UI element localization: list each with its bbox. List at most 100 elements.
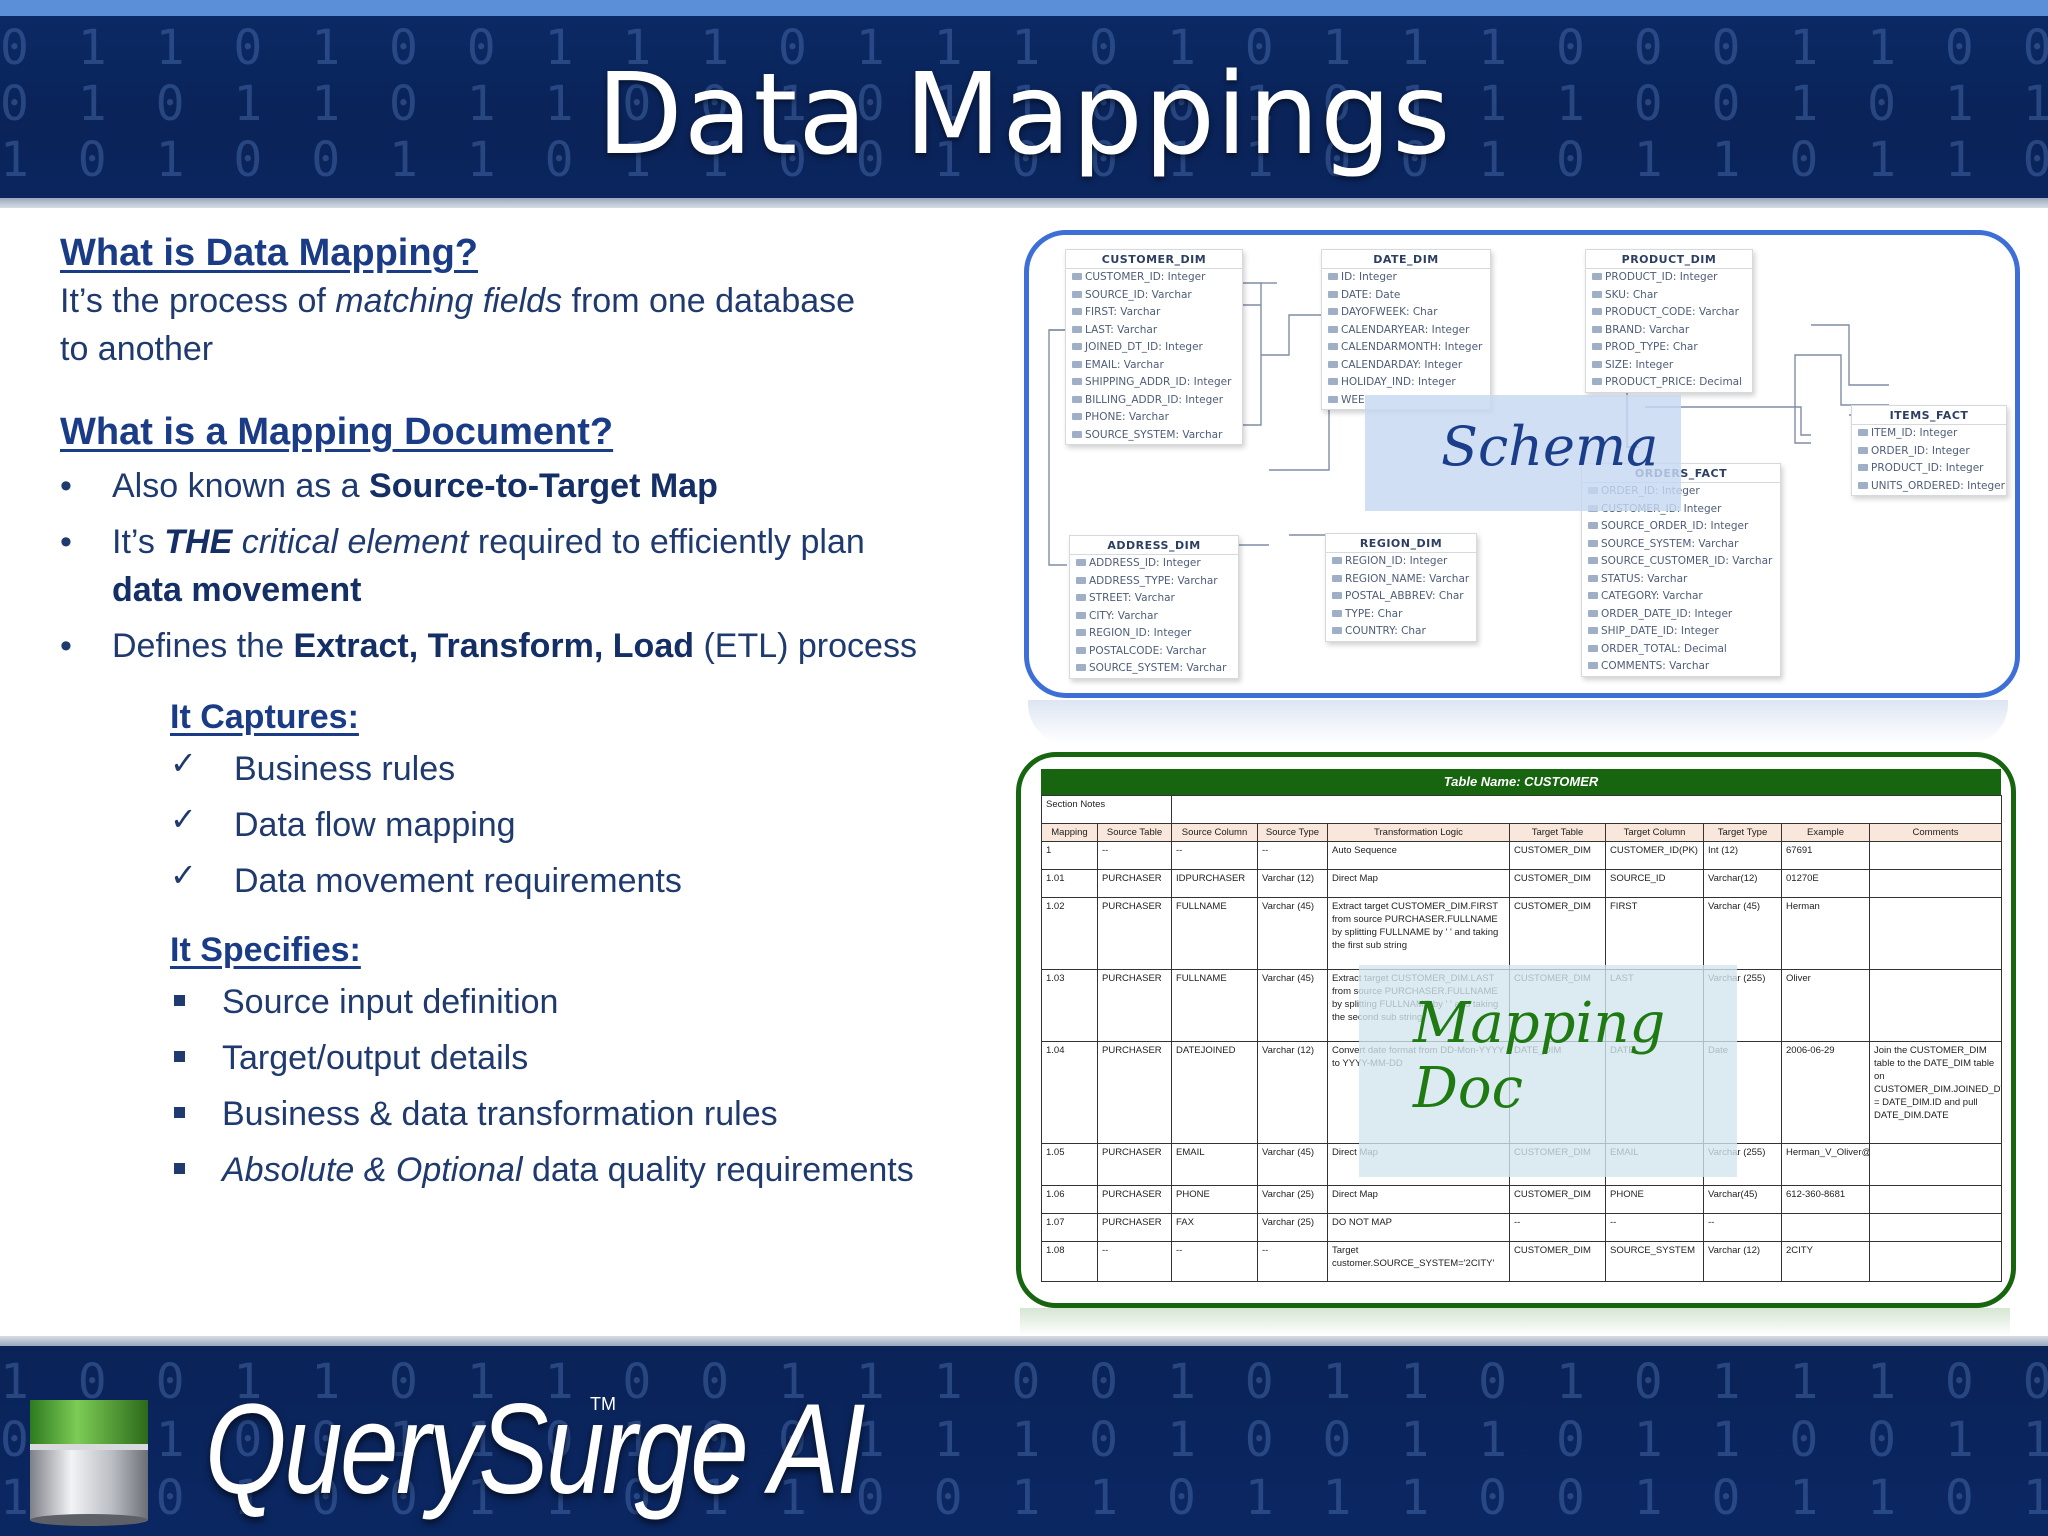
checkmark-icon: ✓ [170, 857, 197, 893]
table-cell: PURCHASER [1097, 1041, 1172, 1144]
table-cell: CUSTOMER_DIM [1509, 869, 1606, 898]
schema-field: CITY: Varchar [1070, 608, 1238, 626]
table-cell: 1.08 [1041, 1241, 1098, 1282]
table-cell: Varchar (12) [1257, 1041, 1328, 1144]
table-cell [1869, 1143, 2002, 1186]
schema-field-label: UNITS_ORDERED: Integer [1871, 479, 2005, 492]
table-cell: SOURCE_SYSTEM [1605, 1241, 1704, 1282]
checkmark-icon: ✓ [170, 801, 197, 837]
field-icon [1588, 557, 1598, 564]
table-cell: Join the CUSTOMER_DIM table to the DATE_… [1869, 1041, 2002, 1144]
table-cell: -- [1605, 1213, 1704, 1242]
table-cell: PURCHASER [1097, 1213, 1172, 1242]
table-cell: 1.04 [1041, 1041, 1098, 1144]
schema-table-name: REGION_DIM [1326, 534, 1476, 553]
schema-field-label: SOURCE_SYSTEM: Varchar [1601, 537, 1739, 550]
schema-field-label: REGION_ID: Integer [1089, 627, 1192, 639]
table-cell: CUSTOMER_ID(PK) [1605, 841, 1704, 870]
schema-field: CALENDARDAY: Integer [1322, 357, 1490, 375]
column-header: Source Type [1257, 823, 1328, 842]
schema-field: SKU: Char [1586, 287, 1752, 305]
field-icon [1072, 308, 1082, 315]
column-header: Source Table [1097, 823, 1172, 842]
field-icon [1332, 592, 1342, 599]
schema-diagram-panel: CUSTOMER_DIM CUSTOMER_ID: Integer SOURCE… [1024, 230, 2020, 698]
schema-field-label: SOURCE_ID: Varchar [1085, 288, 1192, 301]
field-icon [1072, 360, 1082, 368]
table-cell: Oliver [1781, 969, 1870, 1042]
definition-text: It’s the process of matching fields from… [60, 277, 1000, 373]
definition-text-part: to another [60, 330, 214, 368]
table-row: 1.08------Target customer.SOURCE_SYSTEM=… [1041, 1241, 2002, 1282]
mapping-doc-reflection [1020, 1308, 2010, 1336]
column-header: Source Column [1171, 823, 1258, 842]
mapping-doc-panel: Table Name: CUSTOMER Section Notes Mappi… [1016, 752, 2016, 1308]
checkmark-icon: ✓ [170, 745, 197, 781]
captures-item-label: Business rules [234, 750, 456, 788]
bullet-bold-text: Extract, Transform, Load [293, 627, 694, 665]
schema-field: POSTALCODE: Varchar [1070, 643, 1238, 661]
schema-field: STATUS: Varchar [1582, 571, 1780, 589]
column-header: Target Column [1605, 823, 1704, 842]
table-cell: -- [1097, 841, 1172, 870]
bullet-bold-text: data movement [112, 571, 362, 609]
table-cell: PHONE [1605, 1185, 1704, 1214]
field-icon [1072, 273, 1082, 280]
schema-field-label: BILLING_ADDR_ID: Integer [1085, 393, 1224, 406]
column-header: Example [1781, 823, 1870, 842]
field-icon [1588, 644, 1598, 652]
table-cell: 1.07 [1041, 1213, 1098, 1242]
field-icon [1588, 522, 1598, 529]
schema-field-label: BRAND: Varchar [1605, 323, 1690, 336]
table-cell: FULLNAME [1171, 969, 1258, 1042]
table-cell: PURCHASER [1097, 969, 1172, 1042]
schema-panel-reflection [1028, 700, 2008, 744]
field-icon [1072, 413, 1082, 420]
schema-field-label: REGION_NAME: Varchar [1345, 572, 1470, 585]
schema-field: COMMENTS: Varchar [1582, 658, 1780, 676]
table-cell: Varchar(45) [1703, 1185, 1782, 1214]
mapping-doc-table: Section Notes Mapping Source Table Sourc… [1041, 795, 2002, 1282]
schema-field: HOLIDAY_IND: Integer [1322, 374, 1490, 392]
schema-field: SHIPPING_ADDR_ID: Integer [1066, 374, 1242, 392]
schema-field: CUSTOMER_ID: Integer [1066, 269, 1242, 287]
schema-field: REGION_ID: Integer [1070, 625, 1238, 643]
table-cell: 1.06 [1041, 1185, 1098, 1214]
schema-table-address-dim: ADDRESS_DIM ADDRESS_ID: Integer ADDRESS_… [1069, 535, 1239, 679]
schema-field-label: CALENDARMONTH: Integer [1341, 341, 1483, 353]
field-icon [1592, 378, 1602, 385]
table-cell: Target customer.SOURCE_SYSTEM='2CITY' [1327, 1241, 1510, 1282]
table-cell [1869, 1213, 2002, 1242]
mapping-doc-label-overlay: Mapping Doc [1359, 965, 1737, 1177]
table-cell: IDPURCHASER [1171, 869, 1258, 898]
schema-field: CATEGORY: Varchar [1582, 588, 1780, 606]
slide-title: Data Mappings [596, 50, 1452, 180]
bullet-text: (ETL) process [694, 627, 917, 665]
table-cell: FAX [1171, 1213, 1258, 1242]
schema-field-label: ID: Integer [1341, 271, 1397, 283]
table-cell: 1.05 [1041, 1143, 1098, 1186]
schema-field-label: FIRST: Varchar [1085, 306, 1161, 318]
table-cell: PURCHASER [1097, 897, 1172, 970]
field-icon [1076, 664, 1086, 671]
field-icon [1332, 627, 1342, 634]
table-cell: -- [1257, 841, 1328, 870]
table-cell: 1 [1041, 841, 1098, 870]
field-icon [1592, 308, 1602, 315]
schema-field: FIRST: Varchar [1066, 304, 1242, 322]
binary-background-text: 1 0 1 0 0 1 1 0 1 1 0 0 1 0 0 1 1 0 0 1 … [0, 132, 2048, 188]
schema-field-label: SHIPPING_ADDR_ID: Integer [1085, 376, 1232, 388]
schema-field: LAST: Varchar [1066, 322, 1242, 340]
table-cell [1869, 841, 2002, 870]
schema-field-label: ADDRESS_TYPE: Varchar [1089, 574, 1218, 587]
bullet-item: • Also known as a Source-to-Target Map [60, 462, 1000, 510]
schema-table-product-dim: PRODUCT_DIM PRODUCT_ID: Integer SKU: Cha… [1585, 249, 1753, 393]
schema-field: PRODUCT_ID: Integer [1852, 460, 2006, 478]
square-bullet-icon [174, 1163, 185, 1174]
schema-field-label: EMAIL: Varchar [1085, 358, 1164, 371]
bullet-italic-text: critical element [232, 523, 469, 561]
title-banner: 0 1 1 0 1 0 0 1 1 1 0 1 1 1 0 1 0 1 1 1 … [0, 0, 2048, 208]
schema-field: UNITS_ORDERED: Integer [1852, 478, 2006, 496]
table-cell: Varchar (45) [1257, 897, 1328, 970]
field-icon [1592, 360, 1602, 368]
